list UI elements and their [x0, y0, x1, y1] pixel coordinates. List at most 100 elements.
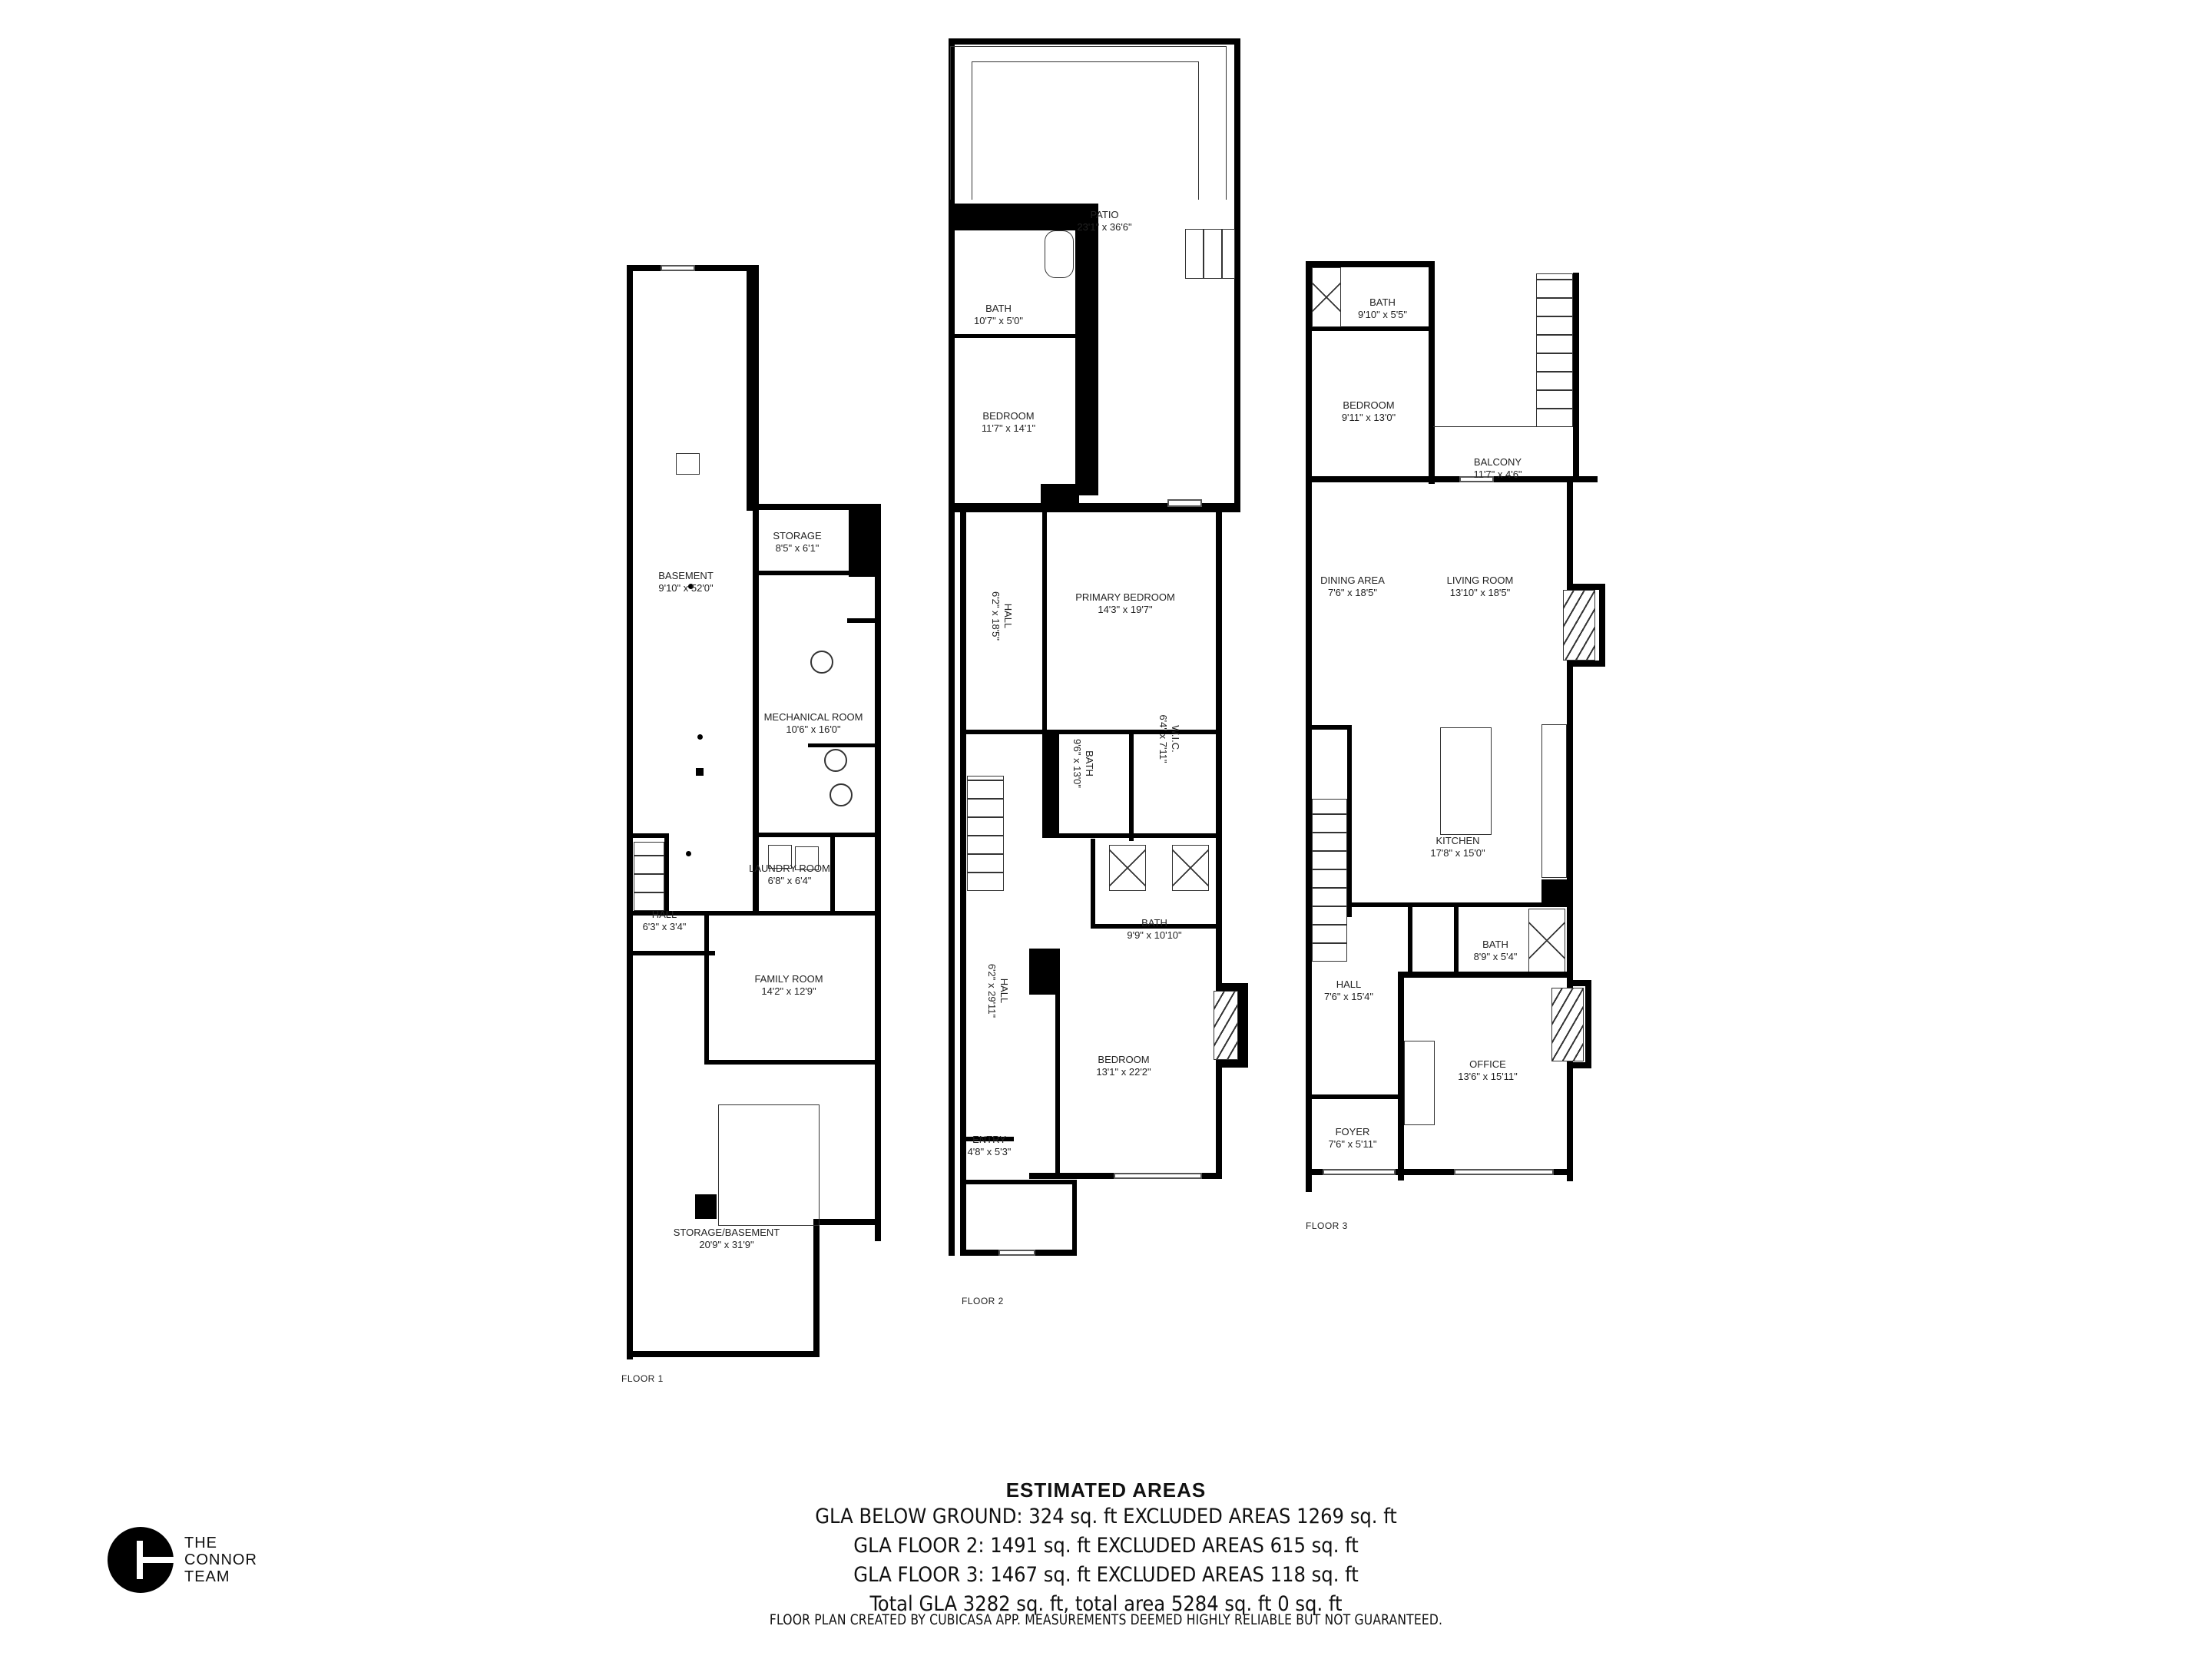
wall: [1599, 584, 1605, 667]
dryer-icon: [795, 846, 819, 870]
fireplace-icon: [1214, 991, 1238, 1060]
shower-icon: [1109, 845, 1146, 891]
wall: [1306, 261, 1435, 267]
connor-team-logo-icon: [108, 1527, 174, 1593]
logo-text: THE CONNOR TEAM: [184, 1535, 257, 1585]
wall: [756, 571, 879, 575]
wall: [1567, 476, 1573, 1181]
disclaimer: FLOOR PLAN CREATED BY CUBICASA APP. MEAS…: [769, 1611, 1443, 1628]
wall: [747, 265, 759, 511]
wall: [1429, 261, 1435, 484]
fireplace-icon: [1551, 988, 1584, 1061]
logo-line: TEAM: [184, 1568, 230, 1585]
stairs: [967, 776, 1004, 891]
wall: [753, 504, 759, 915]
wall: [1306, 725, 1352, 730]
wall: [1398, 972, 1568, 978]
wall: [949, 334, 1079, 338]
wall: [813, 1219, 820, 1357]
wall: [1029, 949, 1060, 995]
wall: [813, 1219, 881, 1225]
wall: [1398, 972, 1404, 1181]
shower-icon: [1172, 845, 1209, 891]
wall: [1042, 833, 1219, 838]
wall: [1408, 902, 1412, 975]
shower-icon: [1312, 267, 1341, 327]
fireplace-icon: [1563, 590, 1595, 661]
floor-2-label: FLOOR 2: [962, 1296, 1004, 1306]
washer-icon: [768, 845, 792, 869]
wall: [875, 504, 881, 1241]
wall: [1573, 273, 1579, 480]
wall: [960, 507, 966, 1256]
wall: [1306, 326, 1432, 331]
logo-line: CONNOR: [184, 1551, 257, 1568]
stairs: [1536, 273, 1573, 427]
wall: [1306, 1169, 1568, 1175]
wall: [1234, 38, 1240, 507]
wall: [1567, 980, 1591, 986]
kitchen-island: [1440, 727, 1492, 835]
stairs: [634, 842, 664, 911]
floor-1-label: FLOOR 1: [621, 1373, 664, 1384]
wall: [830, 833, 835, 913]
planter: [972, 61, 1199, 200]
estimated-areas: ESTIMATED AREAS GLA BELOW GROUND: 324 sq…: [0, 1479, 2212, 1619]
wall: [1216, 507, 1222, 987]
wall: [627, 1351, 820, 1357]
floor-hatch: [676, 453, 700, 475]
kitchen-counter: [1541, 724, 1567, 878]
column-icon: [686, 851, 691, 856]
area-line-below-ground: GLA BELOW GROUND: 324 sq. ft EXCLUDED AR…: [815, 1505, 1397, 1528]
estimated-areas-title: ESTIMATED AREAS: [1005, 1479, 1207, 1502]
desk: [1404, 1041, 1435, 1125]
wall: [1306, 1094, 1402, 1099]
room-label: W.I.C.6'4" x 7'11": [1157, 714, 1181, 763]
wall: [627, 833, 669, 838]
wall: [949, 38, 955, 1256]
wall: [1072, 1180, 1077, 1255]
column-icon: [697, 734, 703, 740]
wall: [627, 951, 715, 955]
wall: [847, 618, 879, 623]
stairs: [1185, 229, 1235, 279]
window: [661, 265, 695, 271]
window: [1167, 499, 1202, 507]
wall: [949, 38, 1240, 45]
wall: [1347, 902, 1570, 907]
water-heater-icon: [810, 651, 833, 674]
water-heater-icon: [824, 749, 847, 772]
wall: [960, 1180, 1077, 1184]
wall: [753, 504, 881, 510]
wall: [1129, 733, 1134, 841]
wall: [1216, 1064, 1222, 1179]
wall: [1041, 484, 1079, 511]
wall: [1055, 991, 1060, 1179]
area-line-total: Total GLA 3282 sq. ft, total area 5284 s…: [869, 1592, 1343, 1616]
column-icon: [688, 584, 694, 589]
fixture: [718, 1104, 820, 1226]
area-line-floor-2: GLA FLOOR 2: 1491 sq. ft EXCLUDED AREAS …: [853, 1534, 1359, 1558]
window: [1114, 1173, 1202, 1179]
wall: [1091, 839, 1095, 927]
wall: [1567, 661, 1605, 667]
